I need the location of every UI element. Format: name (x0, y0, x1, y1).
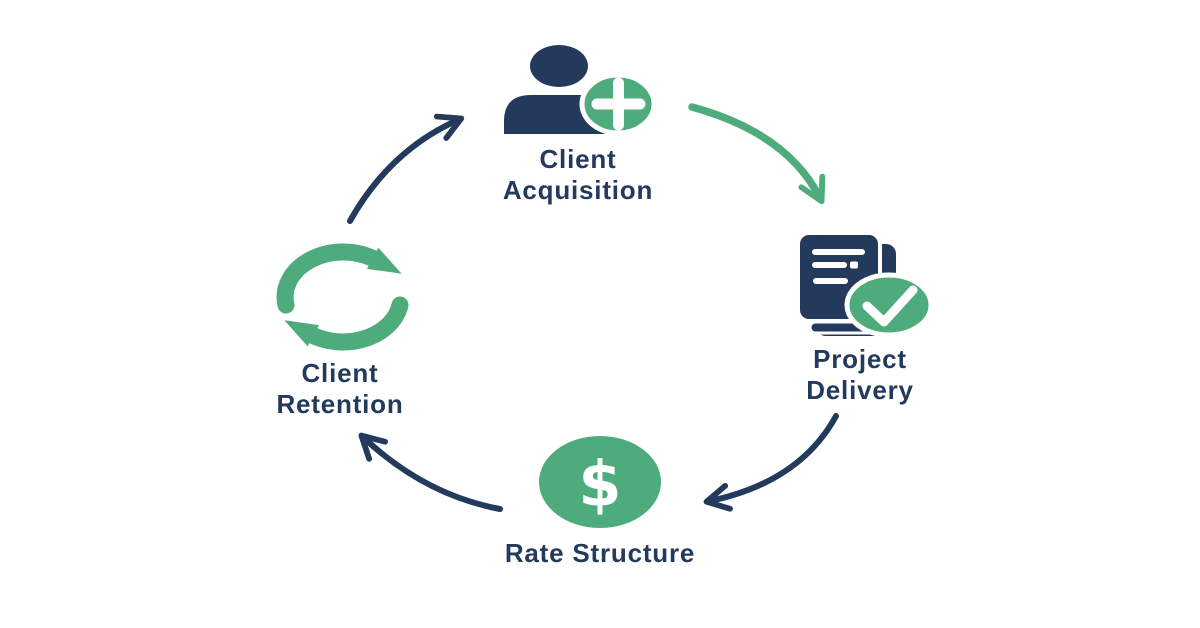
arrow-retention-to-acquisition (347, 113, 465, 224)
person-plus-icon (504, 45, 657, 136)
client-retention-label: Client Retention (276, 358, 404, 420)
dollar-circle (539, 436, 661, 528)
arrow-delivery-to-rate (703, 413, 839, 512)
project-delivery-label: Project Delivery (806, 344, 914, 406)
client-acquisition-label: Client Acquisition (502, 144, 654, 206)
document-text-lines (812, 249, 865, 284)
sync-bottom-arc (284, 296, 409, 351)
check-circle (844, 272, 934, 338)
sync-top-arc (276, 243, 402, 314)
plus-glyph (591, 77, 646, 131)
dollar-circle-icon: $ (539, 436, 661, 528)
rate-structure-label: Rate Structure (504, 538, 696, 568)
person-head (530, 45, 588, 87)
check-glyph (862, 285, 918, 327)
arrow-rate-to-retention (358, 432, 503, 512)
sync-arrows-icon (276, 243, 409, 351)
dollar-glyph: $ (578, 448, 621, 521)
arrow-acquisition-to-delivery (688, 103, 826, 205)
document-text-bullet (850, 261, 858, 269)
document-check-icon (796, 231, 934, 340)
